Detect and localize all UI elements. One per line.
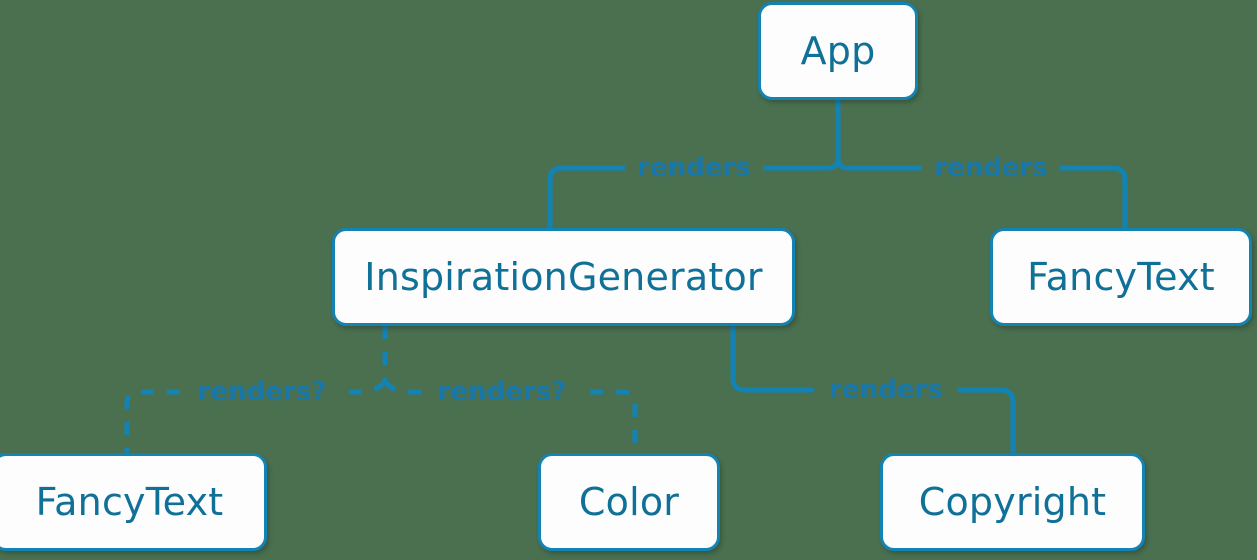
edge-app-stem-right <box>835 155 1068 171</box>
edge-label-inspiration-color: renders? <box>437 377 567 407</box>
node-inspiration-generator[interactable]: InspirationGenerator <box>332 228 795 326</box>
node-copyright[interactable]: Copyright <box>880 453 1145 551</box>
node-color[interactable]: Color <box>538 453 720 551</box>
edge-label-mask <box>185 377 339 407</box>
edge-label-mask <box>922 153 1060 183</box>
edge-inspiration-to-copyright <box>730 323 815 393</box>
edge-inspiration-to-copyright-tail <box>957 387 1016 456</box>
node-label-fancytext-top: FancyText <box>1027 255 1215 299</box>
edge-app-to-fancytext <box>1062 165 1128 231</box>
node-app[interactable]: App <box>758 2 918 100</box>
node-fancytext-top[interactable]: FancyText <box>990 228 1252 326</box>
node-label-app: App <box>800 29 876 73</box>
edge-label-mask <box>625 153 763 183</box>
edge-label-inspiration-fancytext: renders? <box>197 377 327 407</box>
edge-label-inspiration-copyright: renders <box>829 375 943 405</box>
edge-inspiration-to-color-dashed <box>383 380 638 453</box>
node-fancytext-bottom[interactable]: FancyText <box>0 453 267 551</box>
edge-label-mask <box>817 375 955 405</box>
edge-inspiration-to-fancytext-dashed <box>124 380 387 453</box>
node-label-inspiration-generator: InspirationGenerator <box>364 255 763 299</box>
node-label-color: Color <box>578 480 680 524</box>
node-label-copyright: Copyright <box>918 480 1107 524</box>
edge-app-to-inspiration <box>547 165 623 231</box>
node-label-fancytext-bottom: FancyText <box>35 480 224 524</box>
edge-label-app-inspiration: renders <box>637 153 751 183</box>
edge-label-mask <box>425 377 579 407</box>
edge-label-app-fancytext: renders <box>934 153 1048 183</box>
